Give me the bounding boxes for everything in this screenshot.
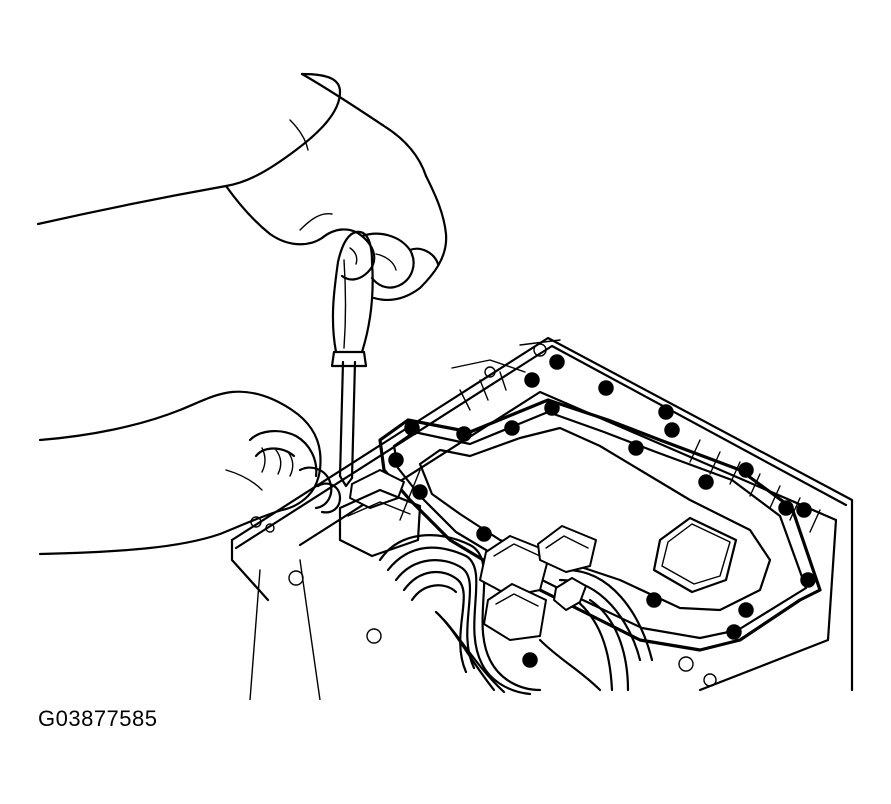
connector-3 bbox=[537, 525, 597, 573]
upper-hand bbox=[36, 72, 448, 301]
figure-id-label: G03877585 bbox=[38, 706, 158, 731]
wiring-harness bbox=[378, 525, 654, 696]
filter-plate bbox=[652, 516, 738, 594]
transmission-illustration bbox=[36, 72, 854, 700]
bolts bbox=[388, 354, 816, 668]
screwdriver bbox=[330, 230, 374, 488]
connector-2 bbox=[483, 583, 547, 641]
connector-clip bbox=[553, 577, 587, 611]
valve-body-gasket bbox=[378, 398, 822, 652]
connector-1 bbox=[479, 535, 551, 597]
wire-clamp bbox=[338, 469, 422, 558]
lower-hand bbox=[38, 390, 342, 556]
transmission-case bbox=[230, 336, 854, 700]
